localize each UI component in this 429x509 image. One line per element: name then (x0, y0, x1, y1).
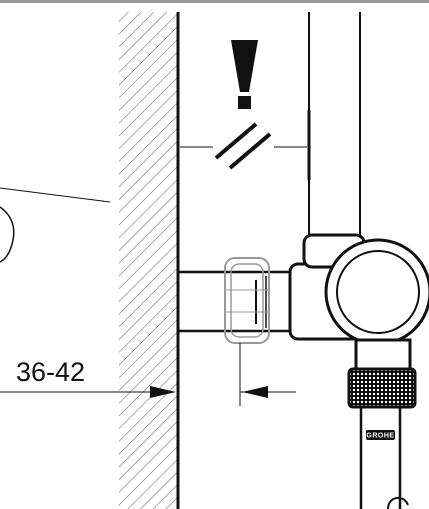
valve-body (288, 233, 429, 372)
riser-pipe (308, 12, 361, 240)
brand-mark: GROHE (366, 433, 394, 440)
connection-pipe (178, 270, 292, 333)
dimension-lines (0, 386, 296, 398)
wall (119, 12, 180, 509)
leader-line (0, 187, 111, 203)
partial-outline (0, 206, 15, 263)
lower-hose (359, 407, 409, 509)
union-nut (224, 257, 270, 406)
wall-hatching (119, 12, 178, 509)
knurled-coupling (347, 367, 417, 409)
warning-icon (231, 40, 258, 109)
gap-indicator (176, 110, 311, 180)
dimension-label: 36-42 (16, 357, 85, 387)
brand-badge (366, 430, 395, 440)
